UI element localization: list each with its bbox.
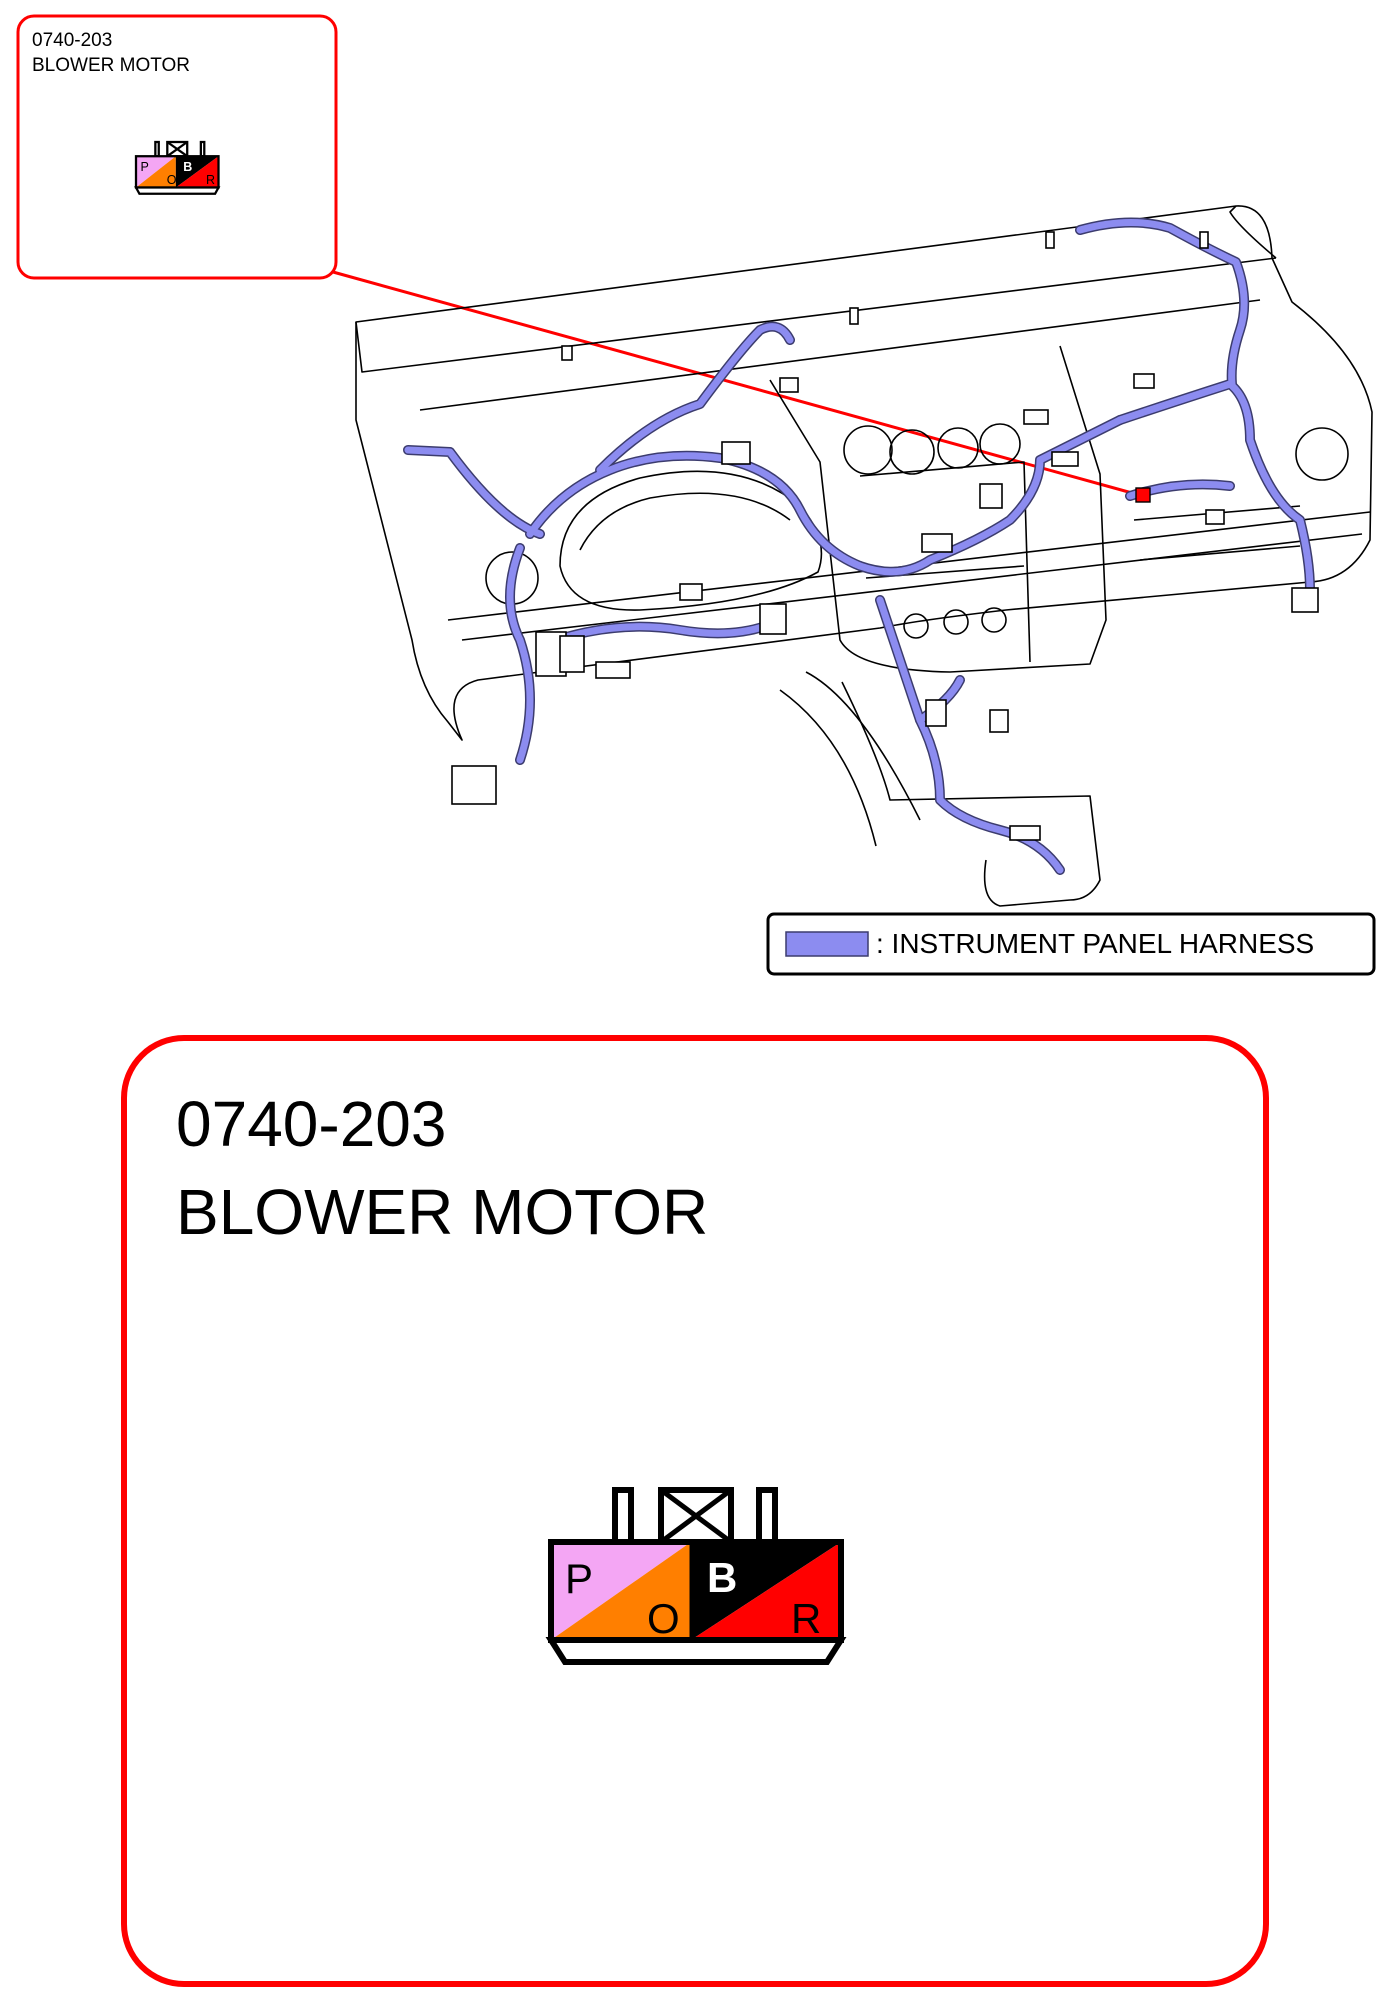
pin-label-b: B (707, 1554, 737, 1601)
instrument-panel-harness (403, 217, 1315, 875)
callout-small-name: BLOWER MOTOR (32, 55, 190, 76)
callout-small: 0740-203 BLOWER MOTOR P O B R (16, 14, 338, 280)
blower-motor-connector-marker (1135, 487, 1151, 503)
callout-pointer-line (332, 270, 1144, 498)
callout-large-code: 0740-203 (176, 1088, 446, 1160)
svg-text:B: B (183, 160, 192, 174)
connector-icon-small: P O B R (134, 140, 221, 195)
pin-cell-o (551, 1542, 691, 1640)
callout-large: 0740-203 BLOWER MOTOR P O B R (121, 1035, 1269, 1987)
legend-swatch (785, 931, 869, 957)
svg-text:O: O (167, 173, 177, 187)
harness-connectors (451, 231, 1319, 841)
connector-icon-large: P O B R (545, 1487, 847, 1665)
callout-large-name: BLOWER MOTOR (176, 1176, 708, 1248)
instrument-panel-illustration (355, 205, 1373, 907)
svg-text:P: P (141, 160, 149, 174)
svg-text:R: R (206, 173, 215, 187)
connector-lock-tab-right (756, 1487, 778, 1545)
callout-small-code: 0740-203 (32, 30, 112, 51)
pin-label-o: O (647, 1595, 680, 1642)
legend: : INSTRUMENT PANEL HARNESS (766, 912, 1376, 976)
pin-label-r: R (791, 1595, 821, 1642)
legend-frame (766, 912, 1376, 976)
legend-text: : INSTRUMENT PANEL HARNESS (876, 928, 1314, 959)
pin-cell-r (691, 1542, 841, 1640)
connector-lock-tab-left (612, 1487, 634, 1545)
connector-base (545, 1637, 847, 1665)
pin-label-p: P (565, 1555, 593, 1602)
